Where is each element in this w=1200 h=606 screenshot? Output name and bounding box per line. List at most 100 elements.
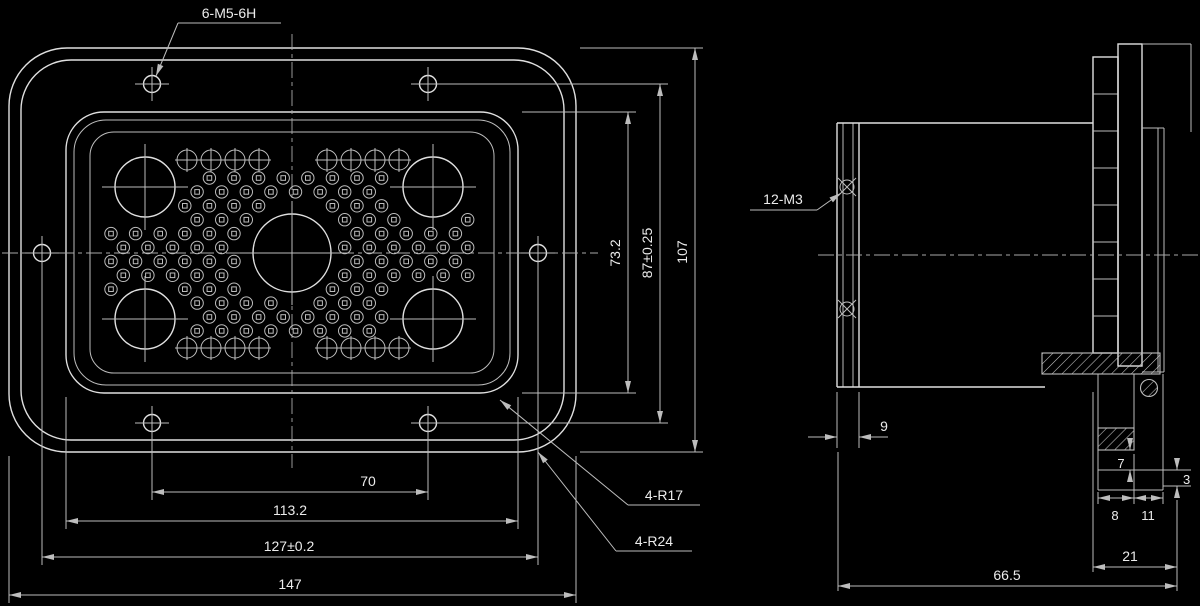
callout-mounting-thread: 6-M5-6H bbox=[202, 5, 256, 21]
signal-contact-pin bbox=[354, 258, 360, 265]
signal-contact-pin bbox=[194, 216, 200, 223]
signal-contact-pin bbox=[464, 216, 471, 223]
signal-contact bbox=[362, 240, 376, 255]
signal-contact bbox=[190, 185, 204, 199]
signal-contact-pin bbox=[391, 216, 397, 223]
signal-contact bbox=[141, 240, 155, 255]
callout-outer-radius: 4-R24 bbox=[635, 533, 673, 549]
dim-step-3: 3 bbox=[1183, 472, 1190, 487]
signal-contact bbox=[436, 268, 450, 282]
signal-contact-pin bbox=[218, 244, 225, 251]
drawing-line bbox=[837, 299, 857, 319]
section-oring-seal bbox=[1139, 378, 1159, 398]
signal-contact-pin bbox=[194, 272, 200, 279]
signal-contact bbox=[288, 324, 303, 338]
signal-contact bbox=[436, 240, 450, 255]
dim-hole-spacing-h-inner: 70 bbox=[360, 473, 376, 489]
signal-contact-pin bbox=[218, 328, 225, 334]
signal-contact bbox=[116, 240, 131, 255]
signal-contact-pin bbox=[145, 244, 151, 251]
signal-contact bbox=[338, 324, 352, 338]
signal-contact-pin bbox=[378, 286, 385, 292]
signal-contact bbox=[227, 199, 241, 213]
signal-contact bbox=[190, 324, 204, 338]
signal-contact bbox=[116, 268, 131, 282]
signal-contact-pin bbox=[378, 314, 385, 320]
signal-contact-pin bbox=[366, 328, 373, 334]
signal-contact bbox=[264, 324, 278, 338]
signal-contact bbox=[202, 171, 217, 185]
signal-contact-pin bbox=[428, 230, 434, 237]
signal-contact-pin bbox=[182, 286, 188, 292]
signal-contact-pin bbox=[145, 272, 151, 279]
signal-contact-pin bbox=[255, 175, 262, 181]
signal-contact-pin bbox=[120, 244, 127, 251]
signal-contact bbox=[276, 310, 290, 324]
signal-contact bbox=[313, 324, 327, 338]
signal-contact-pin bbox=[366, 189, 373, 195]
signal-contact-pin bbox=[206, 286, 213, 292]
signal-contact bbox=[288, 185, 303, 199]
section-nut bbox=[1097, 427, 1135, 451]
signal-contact bbox=[338, 185, 352, 199]
drawing-circle bbox=[839, 179, 855, 195]
signal-contact-pin bbox=[268, 300, 274, 306]
signal-contact bbox=[374, 282, 389, 296]
signal-contact bbox=[165, 240, 180, 255]
signal-contact-pin bbox=[391, 244, 397, 251]
signal-contact-pin bbox=[354, 314, 360, 320]
dim-opening-width: 113.2 bbox=[273, 502, 307, 518]
signal-contact bbox=[264, 185, 278, 199]
signal-contact-pin bbox=[464, 244, 471, 251]
signal-contact bbox=[411, 240, 426, 255]
signal-contact bbox=[387, 268, 401, 282]
side-section-detail bbox=[1041, 352, 1164, 491]
signal-contact-pin bbox=[108, 258, 114, 265]
signal-contact-pin bbox=[255, 314, 262, 320]
signal-contact bbox=[362, 213, 376, 227]
signal-contact bbox=[190, 268, 204, 282]
front-outer-outline bbox=[8, 47, 577, 453]
signal-contact bbox=[374, 171, 389, 185]
signal-contact bbox=[399, 226, 413, 241]
signal-contact bbox=[128, 226, 143, 241]
signal-contact-pin bbox=[280, 314, 286, 320]
signal-contact bbox=[264, 296, 278, 310]
signal-contact-pin bbox=[280, 175, 286, 181]
jackscrew-row bbox=[175, 148, 411, 360]
signal-contact-pin bbox=[206, 203, 213, 209]
signal-contact bbox=[338, 213, 352, 227]
dim-step-11: 11 bbox=[1141, 508, 1155, 523]
signal-contact bbox=[399, 254, 413, 269]
signal-contact-pin bbox=[366, 300, 373, 306]
signal-contact-pin bbox=[182, 203, 188, 209]
signal-contact-pin bbox=[452, 230, 459, 237]
signal-contact-pin bbox=[329, 175, 336, 181]
signal-contact bbox=[313, 185, 327, 199]
signal-contact bbox=[251, 199, 266, 213]
signal-contact bbox=[227, 226, 241, 241]
signal-contact-pin bbox=[317, 300, 323, 306]
dim-step-7: 7 bbox=[1117, 456, 1124, 471]
signal-contact-pin bbox=[108, 230, 114, 237]
signal-contact bbox=[239, 185, 254, 199]
signal-contact bbox=[165, 268, 180, 282]
callout-jackscrew-thread: 12-M3 bbox=[763, 191, 803, 207]
signal-contact bbox=[227, 310, 241, 324]
signal-contact-pin bbox=[354, 286, 360, 292]
signal-contact bbox=[251, 310, 266, 324]
signal-contact bbox=[301, 310, 315, 324]
signal-contact bbox=[227, 282, 241, 296]
signal-contact-pin bbox=[231, 175, 237, 181]
signal-contact bbox=[215, 240, 229, 255]
signal-contact-pin bbox=[218, 189, 225, 195]
signal-contact-pin bbox=[292, 328, 299, 334]
signal-contact bbox=[178, 282, 192, 296]
signal-contact-pin bbox=[243, 328, 250, 334]
signal-contact-pin bbox=[378, 230, 385, 237]
dim-overall-width: 147 bbox=[278, 576, 302, 592]
signal-contact bbox=[227, 254, 241, 269]
signal-contact-pin bbox=[231, 203, 237, 209]
signal-contact bbox=[104, 226, 118, 241]
